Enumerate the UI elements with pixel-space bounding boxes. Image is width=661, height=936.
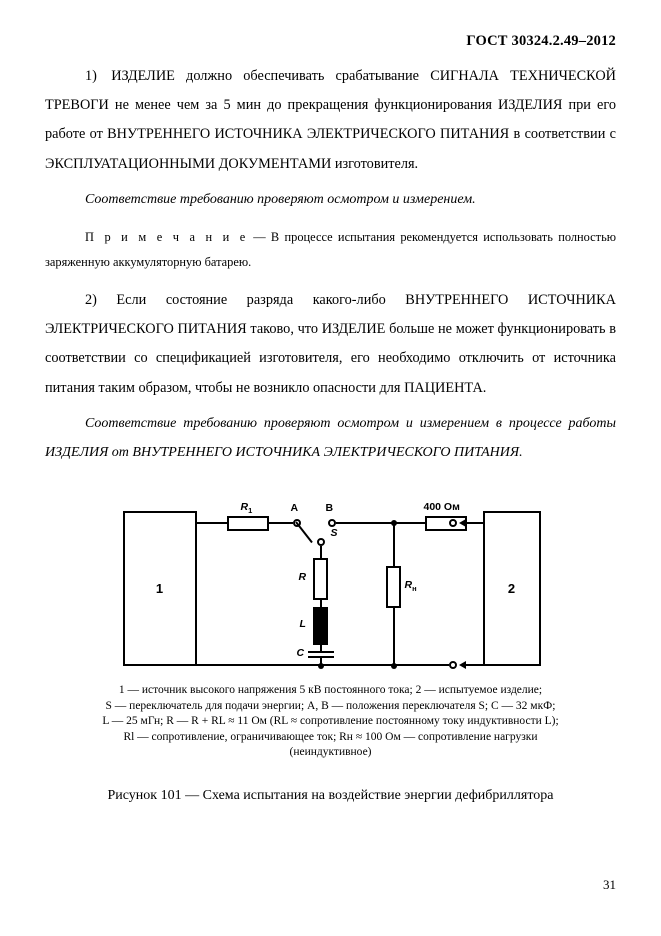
switch-terminal-lower bbox=[316, 538, 325, 546]
block-2-device-under-test: 2 bbox=[482, 511, 541, 666]
wire-b-to-node bbox=[335, 522, 394, 524]
figure-101: 1 2 R1 A S B R bbox=[0, 501, 661, 678]
caption-line-3: L — 25 мГн; R — R + RL ≈ 11 Ом (RL ≈ соп… bbox=[102, 715, 559, 727]
terminal-top-right bbox=[448, 519, 457, 527]
page-number: 31 bbox=[603, 877, 616, 892]
caption-line-5: (неиндуктивное) bbox=[289, 746, 372, 758]
junction-dot-c bbox=[317, 663, 324, 669]
switch-terminal-b bbox=[327, 519, 336, 527]
junction-dot-rn-bottom bbox=[390, 663, 397, 669]
capacitor-c-plate-top bbox=[307, 651, 334, 653]
paragraph-spacer bbox=[45, 214, 616, 225]
page-header-standard-number: ГОСТ 30324.2.49–2012 bbox=[466, 33, 616, 49]
arrow-bottom-right-icon bbox=[458, 661, 466, 669]
resistor-r1 bbox=[226, 516, 269, 531]
label-r1: R1 bbox=[240, 501, 253, 516]
paragraph-4-italic: Соответствие требованию проверяют осмотр… bbox=[45, 415, 616, 461]
resistor-rn bbox=[385, 566, 401, 608]
wire-r-to-l bbox=[319, 600, 322, 607]
inductor-l bbox=[312, 607, 328, 645]
label-c: C bbox=[296, 647, 305, 659]
label-l: L bbox=[299, 618, 306, 630]
figure-caption: 1 — источник высокого напряжения 5 кВ по… bbox=[0, 683, 661, 761]
label-rn: Rн bbox=[404, 579, 417, 594]
wire-r1-to-switch bbox=[268, 522, 293, 524]
wire-node-to-400 bbox=[392, 522, 425, 524]
caption-line-1: 1 — источник высокого напряжения 5 кВ по… bbox=[118, 684, 543, 696]
note-label: П р и м е ч а н и е bbox=[85, 230, 248, 245]
caption-line-2: S — переключатель для подачи энергии; A,… bbox=[105, 699, 556, 712]
wire-to-resistor-r bbox=[319, 546, 322, 558]
wire-c-to-ground bbox=[319, 658, 322, 666]
wire-terminal-to-box2-bottom bbox=[464, 664, 483, 666]
capacitor-c-plate-bottom bbox=[307, 656, 334, 658]
note-paragraph: П р и м е ч а н и е — В процессе испытан… bbox=[45, 225, 616, 275]
wire-node-to-rn bbox=[392, 522, 395, 566]
note-text: — В процессе испытания рекомендуется исп… bbox=[45, 230, 616, 270]
label-b: B bbox=[325, 502, 334, 514]
label-r: R bbox=[298, 571, 307, 583]
figure-title: Рисунок 101 — Схема испытания на воздейс… bbox=[107, 788, 554, 803]
paragraph-1: 1) ИЗДЕЛИЕ должно обеспечивать срабатыва… bbox=[45, 68, 616, 172]
paragraph-3: 2) Если состояние разряда какого-либо ВН… bbox=[45, 292, 616, 396]
terminal-bottom-right bbox=[448, 661, 457, 669]
label-s: S bbox=[330, 527, 338, 539]
label-400-ohm: 400 Ом bbox=[423, 501, 460, 513]
label-a: A bbox=[290, 502, 299, 514]
document-body: 1) ИЗДЕЛИЕ должно обеспечивать срабатыва… bbox=[45, 62, 616, 467]
wire-l-to-c bbox=[319, 645, 322, 651]
switch-blade bbox=[294, 521, 313, 544]
arrow-top-right-icon bbox=[458, 519, 466, 527]
wire-rn-to-ground bbox=[392, 608, 395, 666]
circuit-diagram: 1 2 R1 A S B R bbox=[113, 501, 543, 678]
wire-terminal-to-box2-top bbox=[464, 522, 483, 524]
wire-top-left bbox=[196, 522, 227, 524]
paragraph-spacer bbox=[45, 275, 616, 286]
wire-bottom-rail bbox=[196, 664, 449, 666]
block-1-hv-source: 1 bbox=[122, 511, 197, 666]
resistor-r bbox=[312, 558, 328, 600]
paragraph-2-italic: Соответствие требованию проверяют осмотр… bbox=[85, 191, 476, 207]
caption-line-4: Rl — сопротивление, ограничивающее ток; … bbox=[123, 730, 538, 743]
